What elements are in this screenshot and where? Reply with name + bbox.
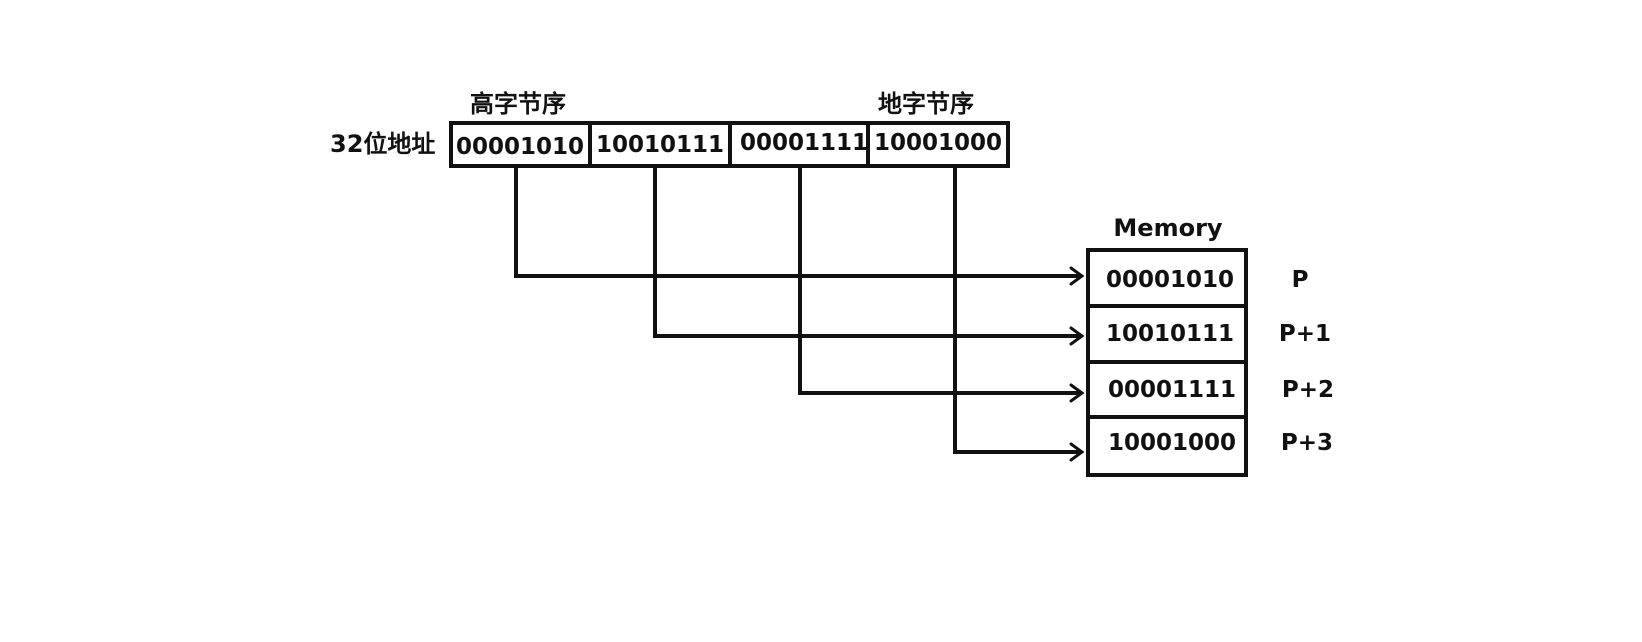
arrow-head <box>1069 326 1085 346</box>
memory-block: 00001010 10010111 00001111 10001000 <box>1086 248 1248 477</box>
arrow-head <box>1069 266 1085 286</box>
address-byte-box <box>449 121 592 168</box>
memory-cell-box <box>1086 304 1248 364</box>
arrow-head <box>1069 383 1085 403</box>
memory-cell-value-2: 00001111 <box>1108 377 1236 403</box>
low-byte-label: 地字节序 <box>878 90 974 118</box>
address-byte-box <box>866 121 1010 168</box>
connector-wires <box>514 166 1085 462</box>
arrow-head <box>1069 442 1085 462</box>
address-byte-3: 10001000 <box>874 130 1002 156</box>
memory-title: Memory <box>1113 214 1222 242</box>
connector-byte-0 <box>514 166 1082 278</box>
address-byte-box <box>588 121 732 168</box>
address-byte-1: 10010111 <box>596 132 724 158</box>
memory-address-0: P <box>1292 267 1309 293</box>
connector-byte-3 <box>953 166 1082 454</box>
address-label: 32位地址 <box>330 130 435 158</box>
memory-cell-box <box>1086 415 1248 477</box>
connector-byte-1 <box>653 166 1082 338</box>
memory-cell-value-1: 10010111 <box>1106 321 1234 347</box>
memory-cell-box <box>1086 248 1248 308</box>
address-byte-2: 00001111 <box>740 130 868 156</box>
memory-cell-box <box>1086 360 1248 419</box>
memory-address-3: P+3 <box>1281 430 1333 456</box>
high-byte-label: 高字节序 <box>470 90 566 118</box>
memory-cell-value-3: 10001000 <box>1108 430 1236 456</box>
memory-address-2: P+2 <box>1282 377 1334 403</box>
memory-cell-value-0: 00001010 <box>1106 267 1234 293</box>
memory-address-labels: P P+1 P+2 P+3 <box>1279 267 1334 456</box>
connector-byte-2 <box>798 166 1082 395</box>
address-register: 00001010 10010111 00001111 10001000 <box>449 121 1010 168</box>
memory-address-1: P+1 <box>1279 321 1331 347</box>
address-byte-0: 00001010 <box>456 134 584 160</box>
